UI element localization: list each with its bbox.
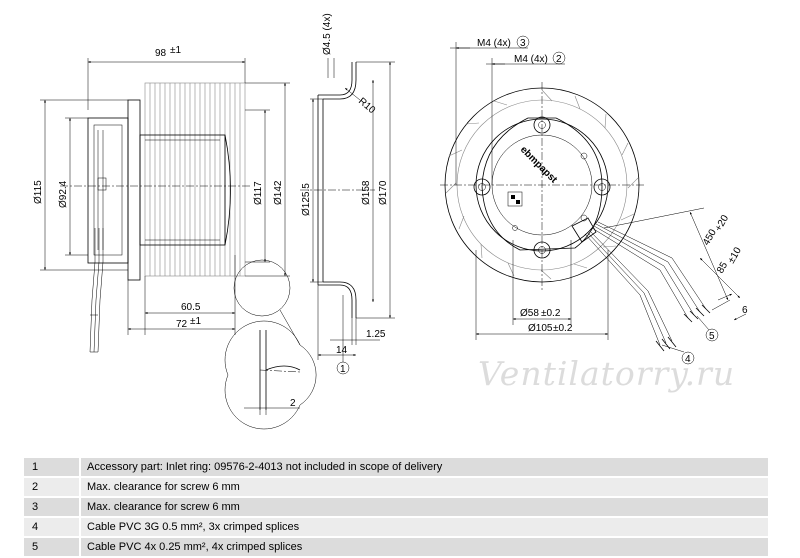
legend-num: 4 xyxy=(24,517,80,538)
motor-body xyxy=(139,134,226,246)
motor-plate xyxy=(481,117,603,251)
side-view: 98 ±1 Ø115 Ø92.4 Ø117 Ø142 60.5 72 ±1 xyxy=(33,45,317,430)
dim-dia-115: Ø115 xyxy=(33,180,44,204)
logo-text: ebmpapst xyxy=(518,144,560,186)
watermark: Ventilatorry.ru xyxy=(478,354,736,393)
callout-1: 1 xyxy=(340,364,346,375)
legend-text: Max. clearance for screw 6 mm xyxy=(79,477,768,498)
dim-60-5: 60.5 xyxy=(181,302,201,313)
dim-m4-b: M4 (4x) xyxy=(514,54,548,65)
legend-text: Max. clearance for screw 6 mm xyxy=(79,497,768,518)
legend-text: Accessory part: Inlet ring: 09576-2-4013… xyxy=(79,458,768,478)
callout-3-label: 3 xyxy=(520,38,526,49)
dim-1-25: 1.25 xyxy=(366,329,386,340)
mounting-flange xyxy=(127,99,141,281)
dim-dia-105: Ø105 xyxy=(528,323,553,334)
legend-row: 4 Cable PVC 3G 0.5 mm², 3x crimped splic… xyxy=(24,517,768,538)
impeller-blades xyxy=(144,82,246,277)
technical-drawing: 98 ±1 Ø115 Ø92.4 Ø117 Ø142 60.5 72 ±1 xyxy=(33,13,748,430)
dim-r10: R10 xyxy=(356,96,377,117)
dim-72-tol: ±1 xyxy=(190,316,201,327)
dim-98-tol: ±1 xyxy=(170,45,181,56)
dim-m4-a: M4 (4x) xyxy=(477,38,511,49)
legend-num: 1 xyxy=(24,458,80,478)
cables xyxy=(584,221,711,352)
inlet-ring-view: Ø4.5 (4x) R10 Ø125.5 Ø158 Ø170 1.25 14 1 xyxy=(300,13,395,375)
callout-5-circle xyxy=(705,328,719,342)
dim-dia-92-4: Ø92.4 xyxy=(58,180,69,208)
legend-text: Cable PVC 3G 0.5 mm², 3x crimped splices xyxy=(79,517,768,538)
cable-bundle-side xyxy=(89,228,104,353)
legend-row: 3 Max. clearance for screw 6 mm xyxy=(24,497,768,518)
dim-cable-6: 6 xyxy=(742,305,748,316)
legend-row: 1 Accessory part: Inlet ring: 09576-2-40… xyxy=(24,458,768,478)
callout-4-label: 4 xyxy=(685,354,691,365)
legend-num: 2 xyxy=(24,477,80,498)
legend-row: 5 Cable PVC 4x 0.25 mm², 4x crimped spli… xyxy=(24,537,768,558)
callout-4-circle xyxy=(681,351,695,365)
dim-dia-158: Ø158 xyxy=(361,180,372,205)
dim-hole-4-5: Ø4.5 (4x) xyxy=(322,13,333,55)
callout-5-label: 5 xyxy=(709,331,715,342)
dim-dia-58: Ø58 xyxy=(520,308,539,319)
dim-cable-85-tol: ±10 xyxy=(726,245,744,265)
dim-98: 98 xyxy=(155,48,167,59)
dim-dia-125-5: Ø125.5 xyxy=(301,183,312,216)
legend-table: 1 Accessory part: Inlet ring: 09576-2-40… xyxy=(24,458,768,558)
dim-dia-170: Ø170 xyxy=(378,180,389,205)
legend-text: Cable PVC 4x 0.25 mm², 4x crimped splice… xyxy=(79,537,768,558)
dim-dia-117: Ø117 xyxy=(253,181,264,205)
callout-1-circle xyxy=(336,361,350,375)
legend-row: 2 Max. clearance for screw 6 mm xyxy=(24,477,768,498)
dim-cable-450-tol: +20 xyxy=(713,213,731,234)
dim-14: 14 xyxy=(336,345,348,356)
electronics-board xyxy=(87,117,129,264)
dim-dia-58-tol: ±0.2 xyxy=(541,308,561,319)
dim-detail-2: 2 xyxy=(290,398,296,409)
callout-2-label: 2 xyxy=(556,54,562,65)
callout-2-circle xyxy=(552,51,566,65)
dim-dia-142: Ø142 xyxy=(273,180,284,205)
impeller-blade-marks xyxy=(445,89,639,280)
detail-view xyxy=(224,320,317,430)
callout-3-circle xyxy=(516,35,530,49)
detail-circle xyxy=(233,259,291,317)
dim-cable-85: 85 xyxy=(715,260,730,276)
legend-num: 5 xyxy=(24,537,80,558)
dim-72: 72 xyxy=(176,319,188,330)
legend-num: 3 xyxy=(24,497,80,518)
cable-exit xyxy=(571,217,597,243)
front-view: ebmpapst M4 (4x) 3 M4 (4x) 2 Ø58 ±0.2 Ø1… xyxy=(440,35,748,365)
label-plate xyxy=(507,191,523,207)
dim-dia-105-tol: ±0.2 xyxy=(553,323,573,334)
